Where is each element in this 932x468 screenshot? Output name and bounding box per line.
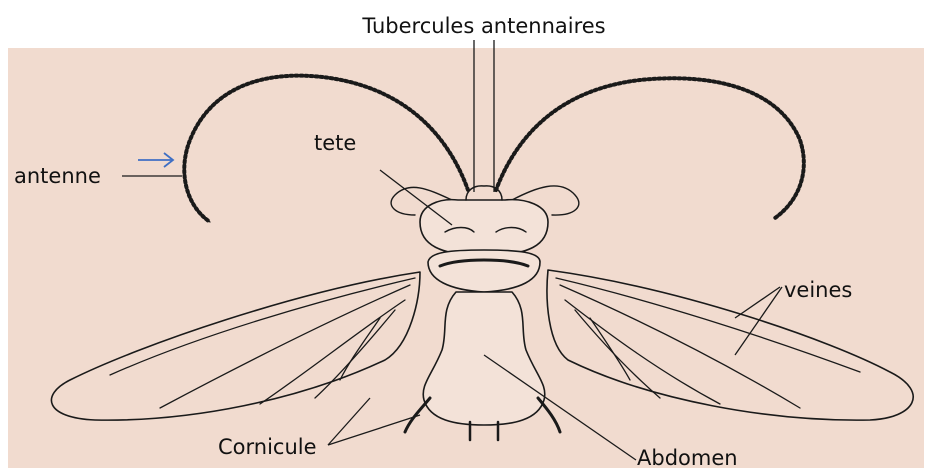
label-antenne: antenne <box>14 164 101 188</box>
label-abdomen: Abdomen <box>637 446 738 468</box>
label-tete: tete <box>314 131 356 155</box>
label-veines: veines <box>784 278 852 302</box>
head <box>420 200 548 256</box>
label-cornicule: Cornicule <box>218 435 317 459</box>
label-tubercules: Tubercules antennaires <box>361 14 605 38</box>
